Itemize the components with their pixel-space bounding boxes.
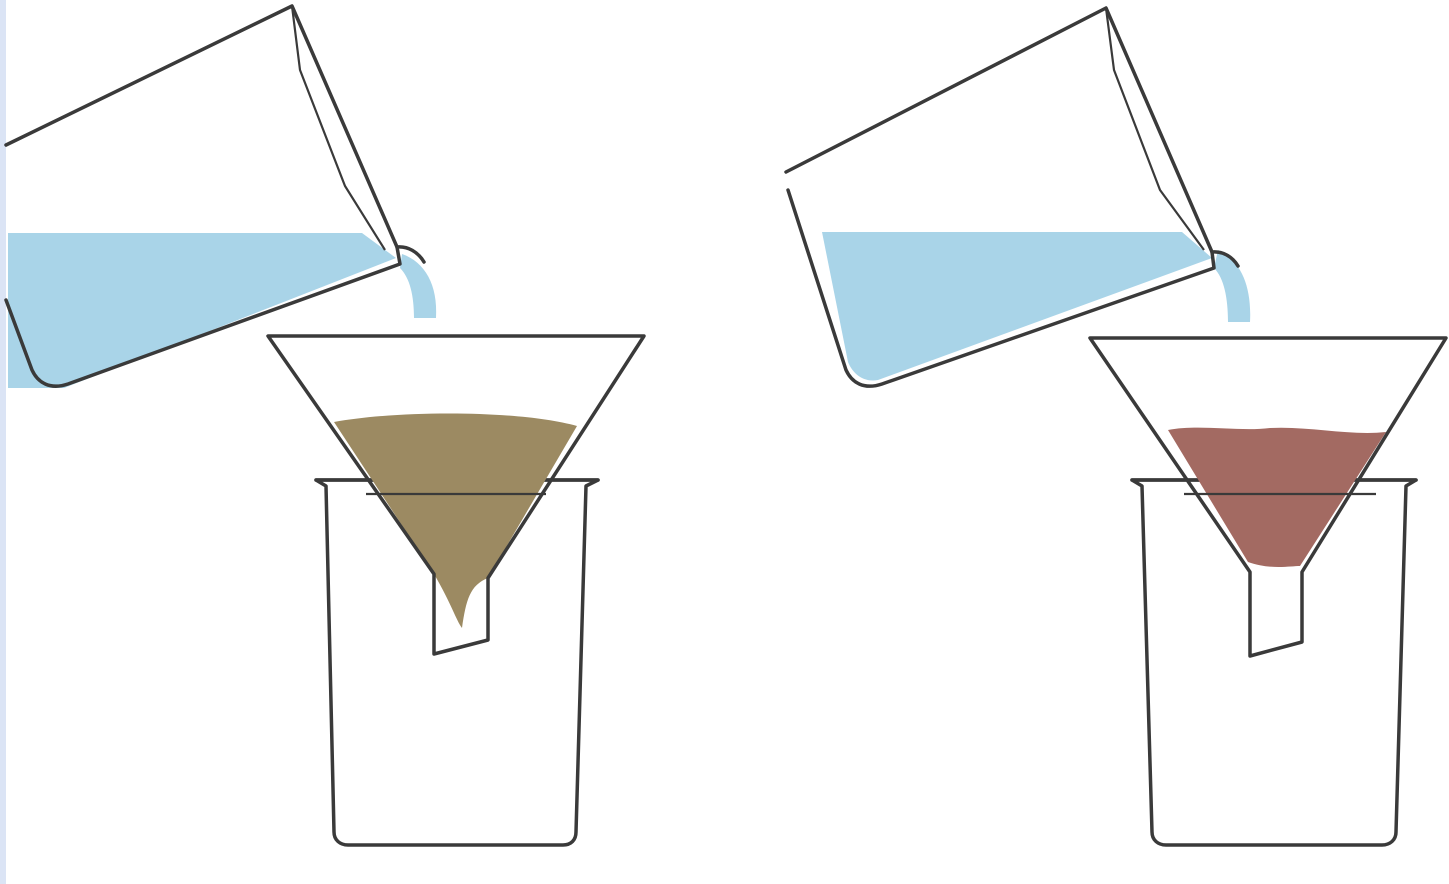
scene-right bbox=[784, 6, 1448, 847]
beaker-pouring-icon bbox=[784, 6, 1251, 388]
left-edge-strip bbox=[0, 0, 6, 884]
funnel-icon bbox=[1088, 336, 1448, 658]
beaker-pouring-icon bbox=[4, 4, 437, 388]
funnel-icon bbox=[266, 334, 646, 656]
scene-left bbox=[4, 4, 646, 847]
